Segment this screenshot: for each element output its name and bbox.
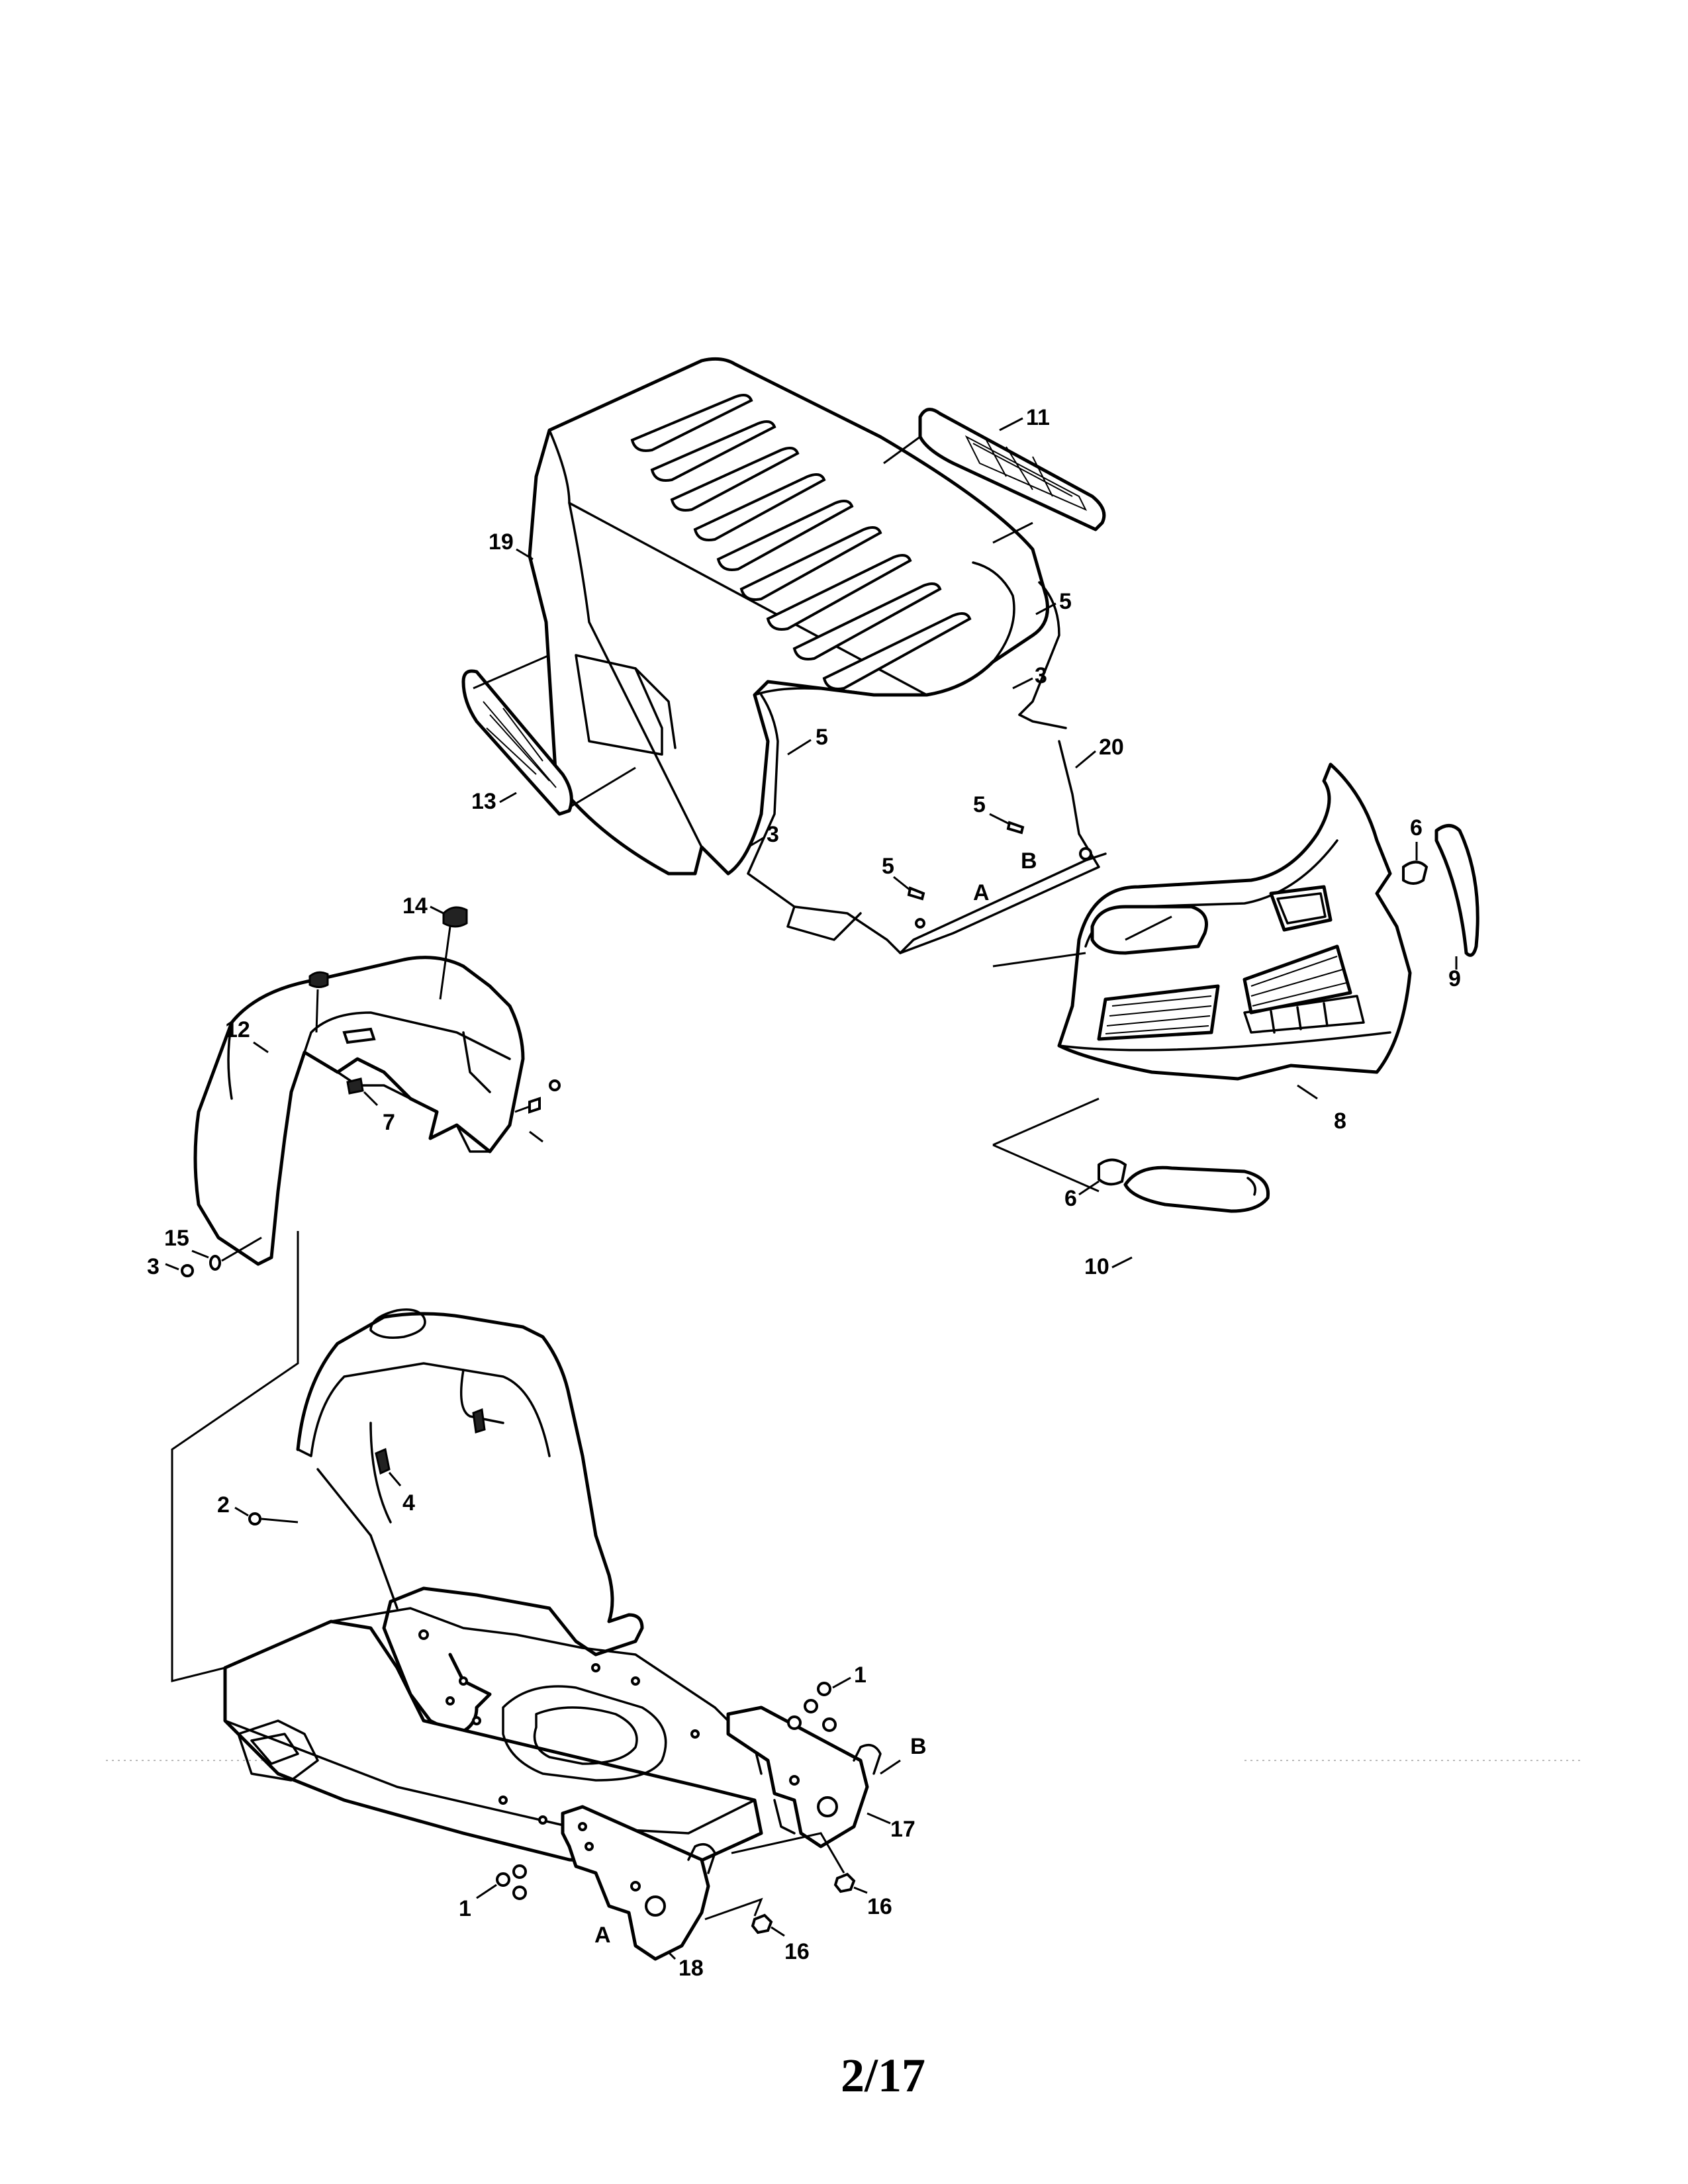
lens-part-10 [1123,1165,1270,1213]
ref-letter-B-upper: B [1021,848,1037,874]
callout-11: 11 [1026,405,1050,430]
ref-letter-A-upper: A [973,880,990,905]
washer-part-15 [209,1255,221,1271]
clip-part-7 [346,1077,364,1095]
callout-3-hood-left: 3 [767,822,779,847]
ref-letter-A-lower: A [594,1923,611,1948]
callout-3-left: 3 [147,1254,160,1279]
screw-part-3-left [181,1264,194,1277]
callout-1-upper: 1 [854,1662,867,1688]
callout-13: 13 [471,789,496,814]
tractor-frame [223,1308,763,1868]
screw-near-dash [528,1079,561,1114]
callout-12: 12 [225,1017,250,1042]
knob-part-6-lower [1098,1158,1127,1186]
bolt-part-1-upper [787,1682,837,1732]
callout-5-upper-right: 5 [1059,589,1072,614]
callout-9: 9 [1448,966,1461,991]
front-nose-part-8 [1057,762,1412,1081]
callout-16-lower: 16 [784,1939,810,1964]
callout-18: 18 [679,1956,704,1981]
callout-7: 7 [383,1110,395,1135]
callout-6-upper: 6 [1410,815,1423,841]
page-number: 2/17 [841,2049,925,2102]
nut-part-16-lower [751,1913,773,1934]
bolt-part-4 [375,1408,486,1475]
knob-part-6-upper [1402,860,1429,885]
callout-4: 4 [402,1490,415,1516]
knob-part-14 [442,906,468,928]
dash-panel-part-12 [193,956,525,1266]
nut-part-16-upper [833,1872,856,1893]
callout-2: 2 [217,1492,230,1518]
callout-8: 8 [1334,1109,1346,1134]
bracket-part-17 [726,1706,882,1848]
hood-vent-slots [630,393,972,690]
callout-5-lower: 5 [882,854,894,879]
side-grille-part-11 [918,408,1106,531]
callout-14: 14 [402,893,428,919]
callout-17: 17 [890,1817,915,1842]
callout-15: 15 [164,1226,189,1251]
callout-16-upper: 16 [867,1894,892,1919]
hood-bracket-frame [747,694,1107,954]
hood-part-19 [528,357,1060,876]
callout-19: 19 [489,529,514,555]
callout-1-lower: 1 [459,1896,471,1921]
side-grille-part-13 [461,669,573,816]
ref-letter-B-lower: B [910,1734,927,1759]
lens-part-9 [1434,824,1479,957]
callout-20: 20 [1099,735,1124,760]
screw-part-2 [248,1512,261,1525]
callout-6-lower: 6 [1064,1186,1077,1211]
callout-3-upper-right: 3 [1035,663,1047,688]
bracket-part-18 [561,1805,716,1961]
bolt-part-1-lower [496,1864,527,1900]
callout-5-hood-left: 5 [816,725,828,750]
callout-5-bracket: 5 [973,792,986,817]
callout-10: 10 [1084,1254,1109,1279]
knob-part-14b [308,971,329,988]
